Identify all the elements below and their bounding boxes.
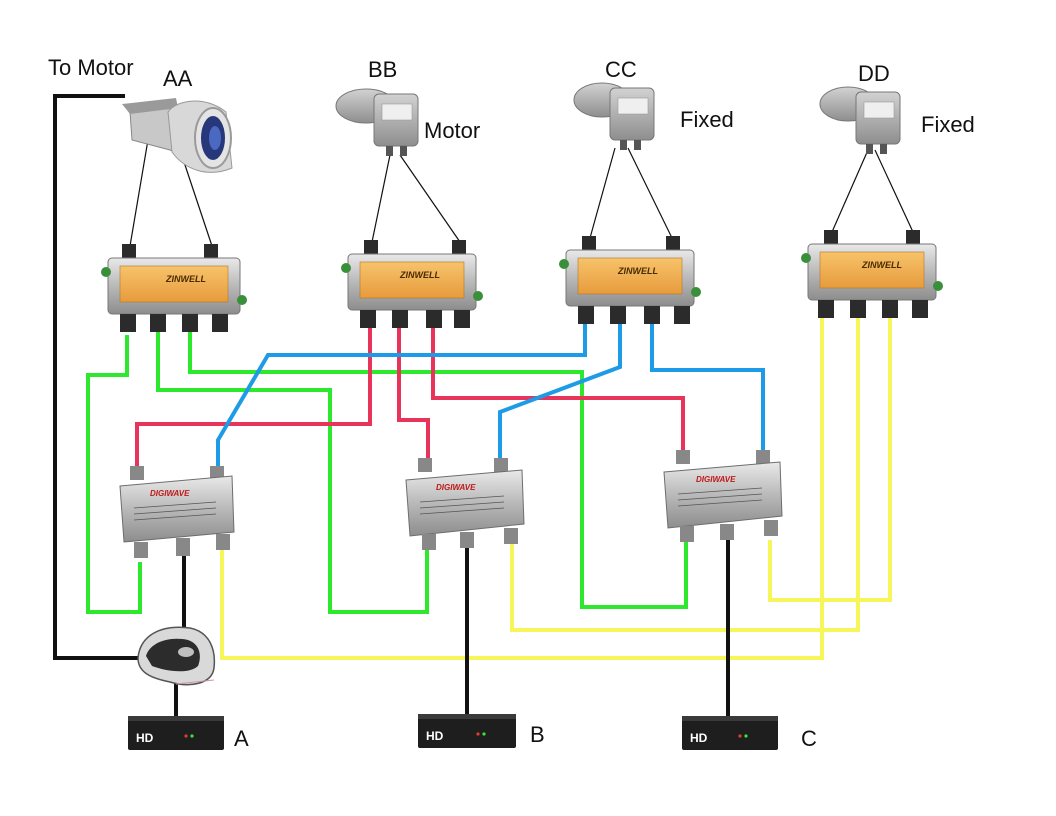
lnb-feed-lines — [129, 127, 914, 247]
switch-a-brand: DIGIWAVE — [150, 489, 190, 498]
splitter-bb: ZINWELL — [341, 240, 483, 328]
lnb-cc-label: CC — [605, 57, 637, 82]
receiver-c: HD — [682, 716, 778, 750]
lnb-aa-label: AA — [163, 66, 193, 91]
switch-b-brand: DIGIWAVE — [436, 483, 476, 492]
receiver-a-brand: HD — [136, 731, 154, 745]
yellow-cables — [220, 315, 892, 660]
splitter-aa-brand: ZINWELL — [165, 274, 206, 284]
red-cables — [135, 328, 685, 470]
receiver-a: HD — [128, 716, 224, 750]
receiver-b-label: B — [530, 722, 545, 747]
receiver-b-brand: HD — [426, 729, 444, 743]
lnb-cc-note: Fixed — [680, 107, 734, 132]
splitter-aa: ZINWELL — [101, 244, 247, 332]
lnb-dd-label: DD — [858, 61, 890, 86]
to-motor-label: To Motor — [48, 55, 134, 80]
splitter-cc: ZINWELL — [559, 236, 701, 324]
blue-cables — [216, 322, 765, 470]
receiver-b: HD — [418, 714, 516, 748]
lnb-bb-note: Motor — [424, 118, 481, 143]
splitter-cc-brand: ZINWELL — [617, 266, 658, 276]
switch-c-brand: DIGIWAVE — [696, 475, 736, 484]
motor-cable — [53, 94, 145, 660]
lnb-bb — [335, 88, 419, 156]
lnb-dd-note: Fixed — [921, 112, 975, 137]
receiver-coax — [174, 540, 730, 720]
switch-a: DIGIWAVE — [119, 466, 235, 558]
lnb-aa — [122, 98, 233, 173]
receiver-c-brand: HD — [690, 731, 708, 745]
switch-c: DIGIWAVE — [663, 450, 783, 542]
splitter-dd-brand: ZINWELL — [861, 260, 902, 270]
receiver-c-label: C — [801, 726, 817, 751]
motor-positioner — [137, 626, 216, 686]
green-cables — [86, 330, 688, 614]
receiver-a-label: A — [234, 726, 249, 751]
cables — [53, 94, 914, 720]
splitter-dd: ZINWELL — [801, 230, 943, 318]
lnb-cc — [573, 82, 655, 150]
lnb-dd — [819, 86, 901, 154]
lnb-bb-label: BB — [368, 57, 398, 82]
switch-b: DIGIWAVE — [405, 458, 525, 550]
splitter-bb-brand: ZINWELL — [399, 270, 440, 280]
